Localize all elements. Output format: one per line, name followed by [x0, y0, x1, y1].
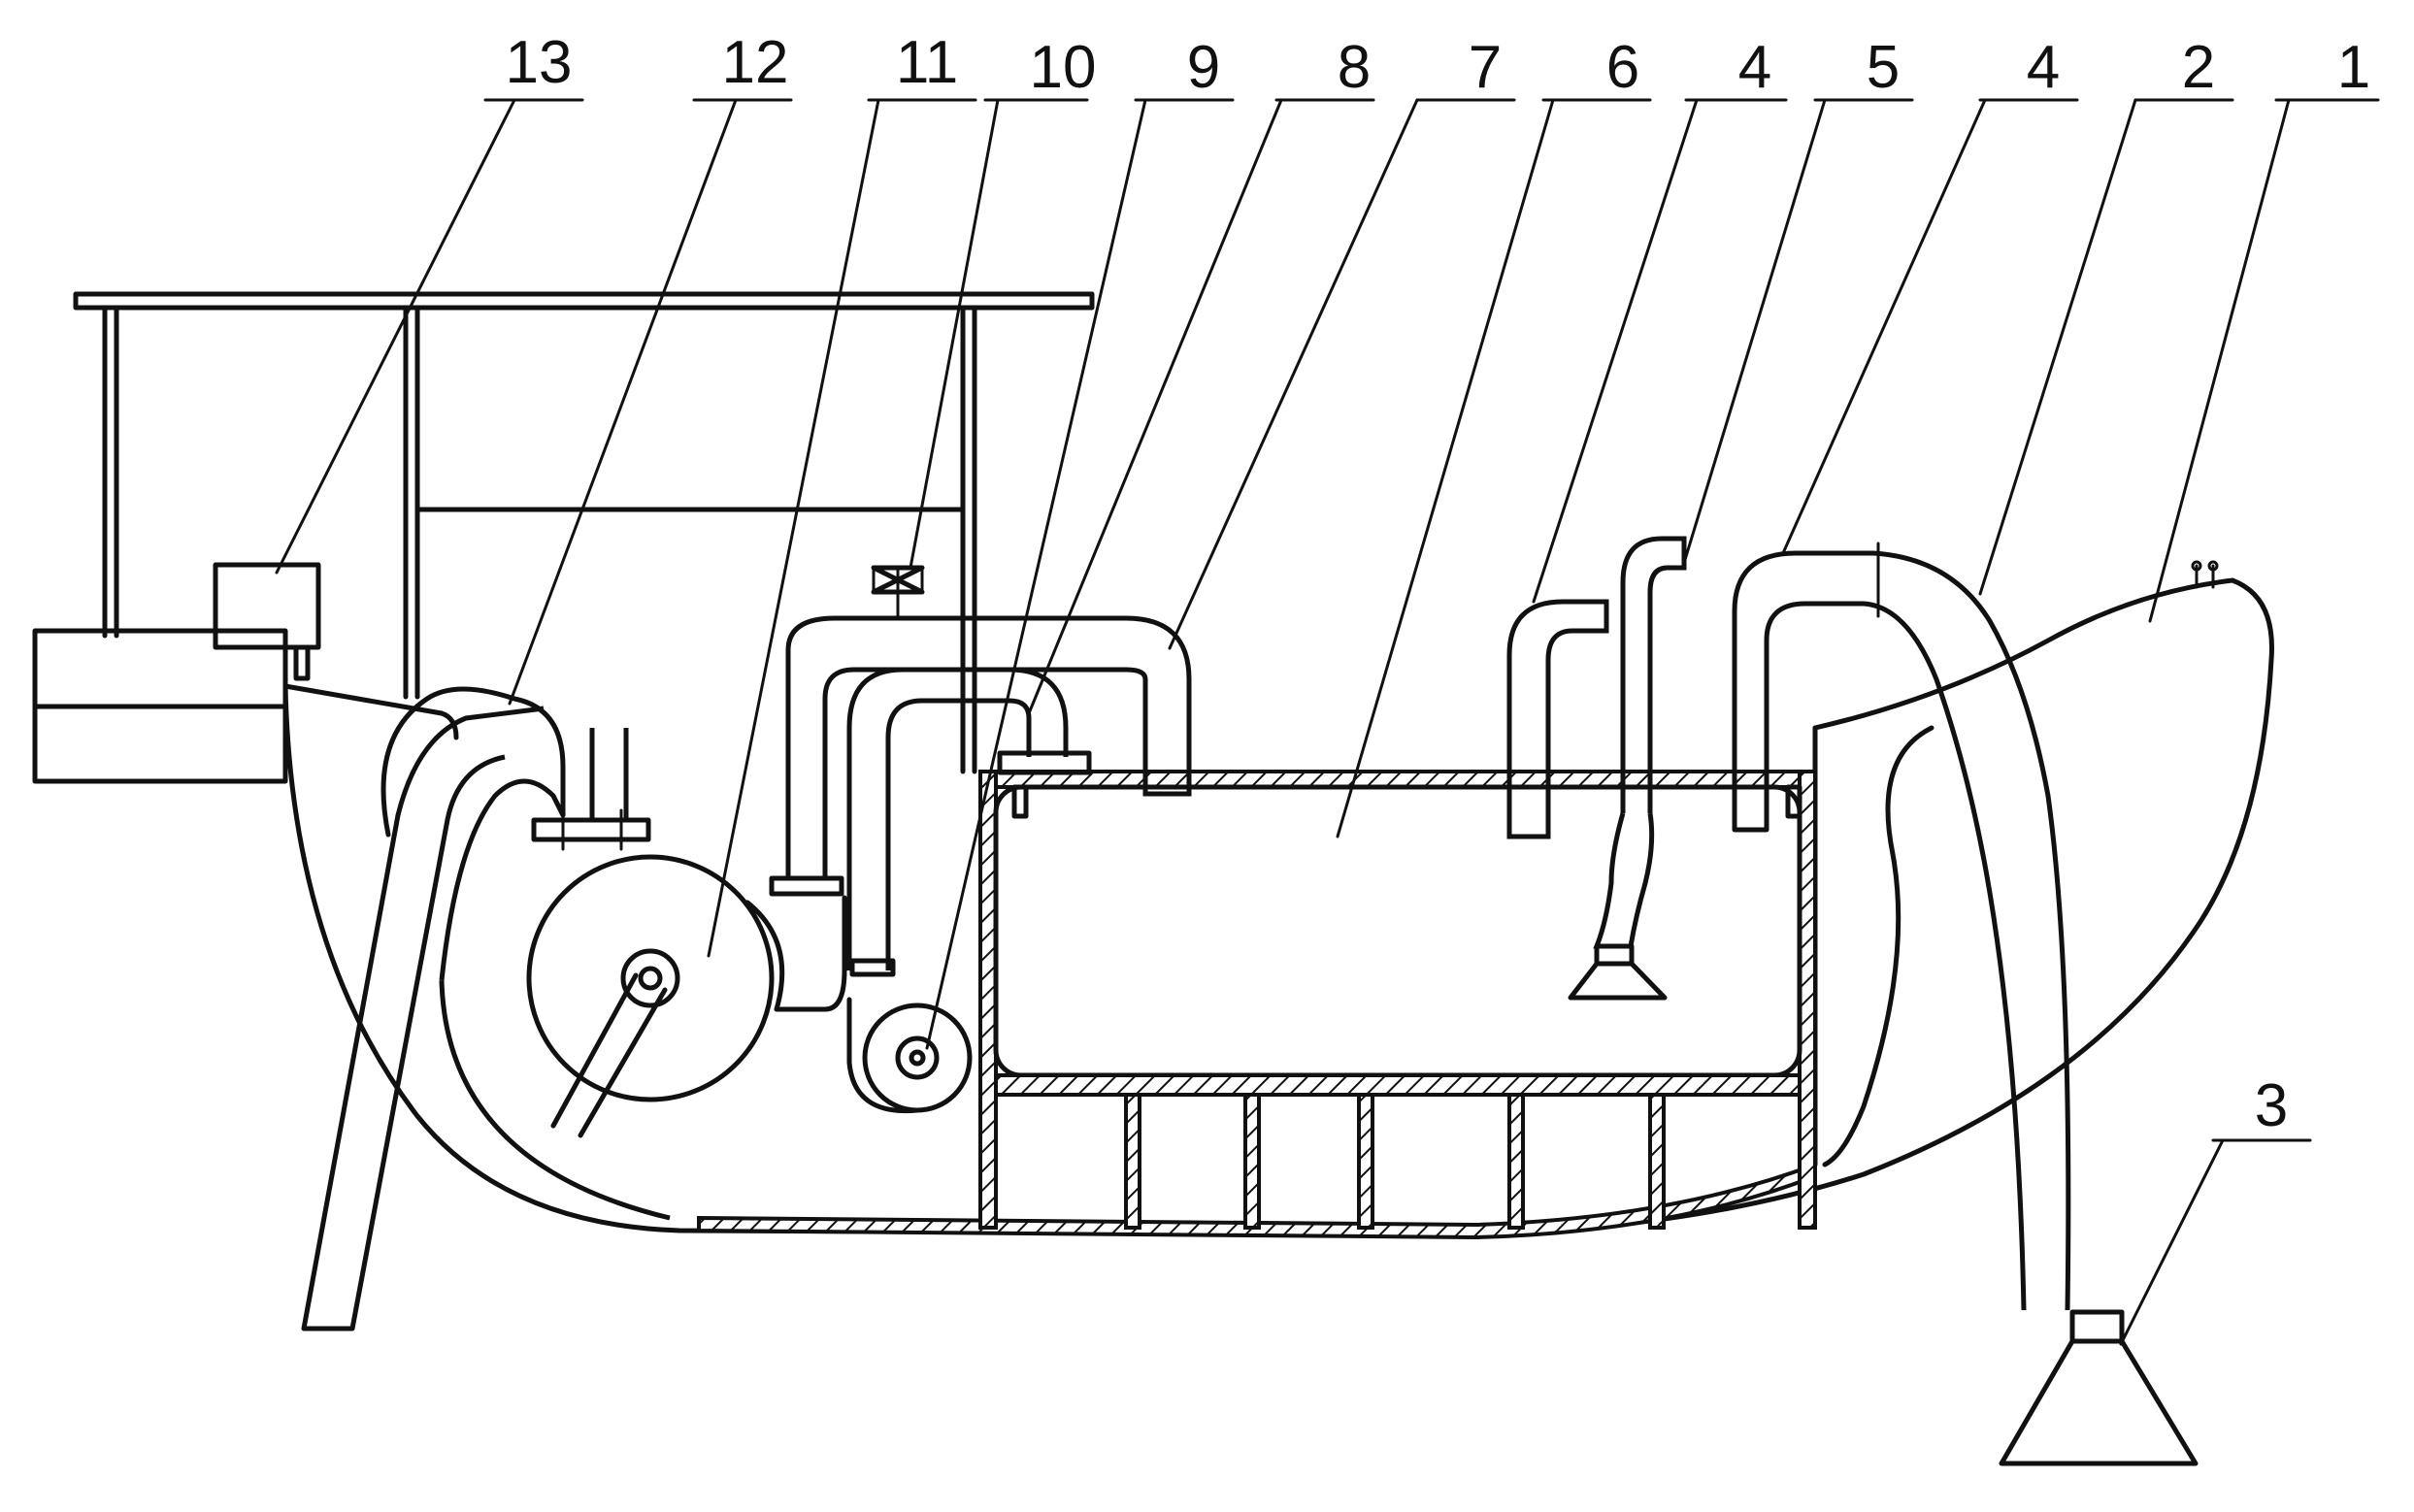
- control-box: [35, 565, 318, 781]
- auxiliary-pump: [849, 1000, 970, 1111]
- outlet-pipe-left: [1509, 602, 1606, 837]
- label-12: 12: [722, 29, 789, 96]
- hull-inner-contour: [1825, 728, 1932, 1165]
- label-10: 10: [1030, 34, 1097, 101]
- dredge-pipe: [1735, 543, 2122, 1341]
- mud-pump: [383, 689, 844, 1218]
- label-4a: 4: [1738, 34, 1771, 101]
- label-2: 2: [2182, 34, 2215, 101]
- label-8: 8: [1338, 34, 1371, 101]
- label-9: 9: [1187, 34, 1220, 101]
- ladder-boom: [304, 708, 544, 1329]
- return-pipe: [849, 670, 1066, 974]
- label-11: 11: [896, 29, 958, 96]
- label-1: 1: [2337, 34, 2370, 101]
- suction-head: [2001, 1341, 2196, 1463]
- label-7: 7: [1469, 34, 1502, 101]
- label-5: 5: [1867, 34, 1900, 101]
- label-3: 3: [2255, 1072, 2288, 1139]
- spray-pipe: [1571, 539, 1684, 998]
- leader-lines: [277, 100, 2378, 1344]
- label-4b: 4: [2027, 34, 2060, 101]
- label-13: 13: [506, 29, 573, 96]
- labels: 13 12 11 10 9 8 7 6 4 5 4 2 1 3: [506, 29, 2371, 1139]
- mud-tank: [980, 753, 1815, 1228]
- label-6: 6: [1606, 34, 1639, 101]
